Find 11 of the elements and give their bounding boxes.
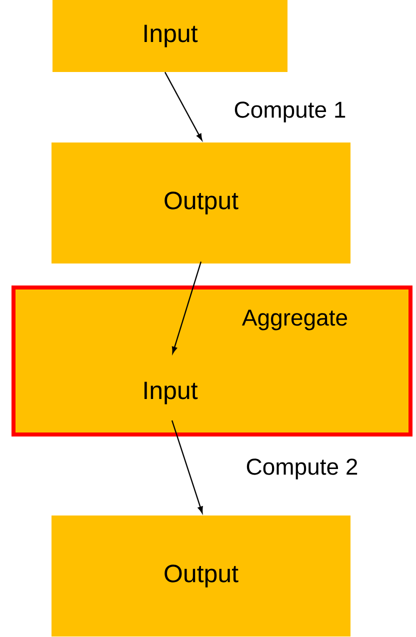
group-box <box>12 286 412 436</box>
process-box: Input <box>52 0 288 72</box>
arrow <box>172 262 202 354</box>
process-box: Output <box>52 516 350 636</box>
edge-label: Aggregate <box>242 310 348 330</box>
arrow <box>164 72 202 140</box>
process-box: Output <box>52 142 350 264</box>
label-text: Input <box>144 382 198 404</box>
edge-label: Compute 1 <box>234 102 346 122</box>
arrow <box>171 420 203 514</box>
edge-label: Compute 2 <box>246 458 358 480</box>
